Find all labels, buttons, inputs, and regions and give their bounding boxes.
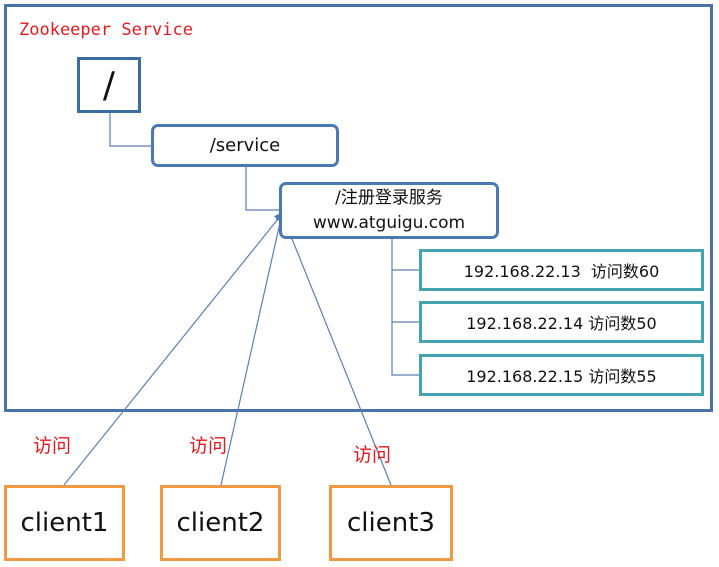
client3-edge-label: 访问 xyxy=(353,444,392,466)
registration-service-znode: /注册登录服务 www.atguigu.com xyxy=(279,182,499,239)
server-node-2: 192.168.22.14 访问数50 xyxy=(419,301,704,343)
client-1-label: client1 xyxy=(20,508,109,538)
client1-edge-label: 访问 xyxy=(33,435,72,457)
server-node-3: 192.168.22.15 访问数55 xyxy=(419,354,704,396)
server-node-1-label: 192.168.22.13 访问数60 xyxy=(463,262,660,281)
client3-access-arrow xyxy=(279,211,392,486)
client-box-1: client1 xyxy=(4,485,125,561)
connector-service-registration xyxy=(245,167,279,211)
service-znode-label: /service xyxy=(209,135,281,156)
connector-root-service xyxy=(109,113,151,147)
registration-service-domain: www.atguigu.com xyxy=(312,212,466,233)
client-box-3: client3 xyxy=(329,485,453,561)
connector-registration-server-3 xyxy=(391,322,419,376)
connector-registration-server-1 xyxy=(391,239,419,271)
client-2-label: client2 xyxy=(176,508,265,538)
client1-access-arrow xyxy=(63,211,284,486)
client-box-2: client2 xyxy=(160,485,281,561)
root-znode-label: / xyxy=(102,64,116,106)
root-znode: / xyxy=(77,57,141,113)
client2-edge-label: 访问 xyxy=(189,435,228,457)
server-node-2-label: 192.168.22.14 访问数50 xyxy=(466,314,657,333)
service-title: Zookeeper Service xyxy=(19,20,193,40)
server-node-1: 192.168.22.13 访问数60 xyxy=(419,249,704,291)
connector-registration-server-2 xyxy=(391,270,419,323)
client2-access-arrow xyxy=(220,211,286,486)
client-3-label: client3 xyxy=(347,508,435,538)
service-znode: /service xyxy=(151,124,339,167)
server-node-3-label: 192.168.22.15 访问数55 xyxy=(466,367,657,386)
zookeeper-service-container xyxy=(4,4,713,412)
registration-service-name: /注册登录服务 xyxy=(335,187,443,208)
